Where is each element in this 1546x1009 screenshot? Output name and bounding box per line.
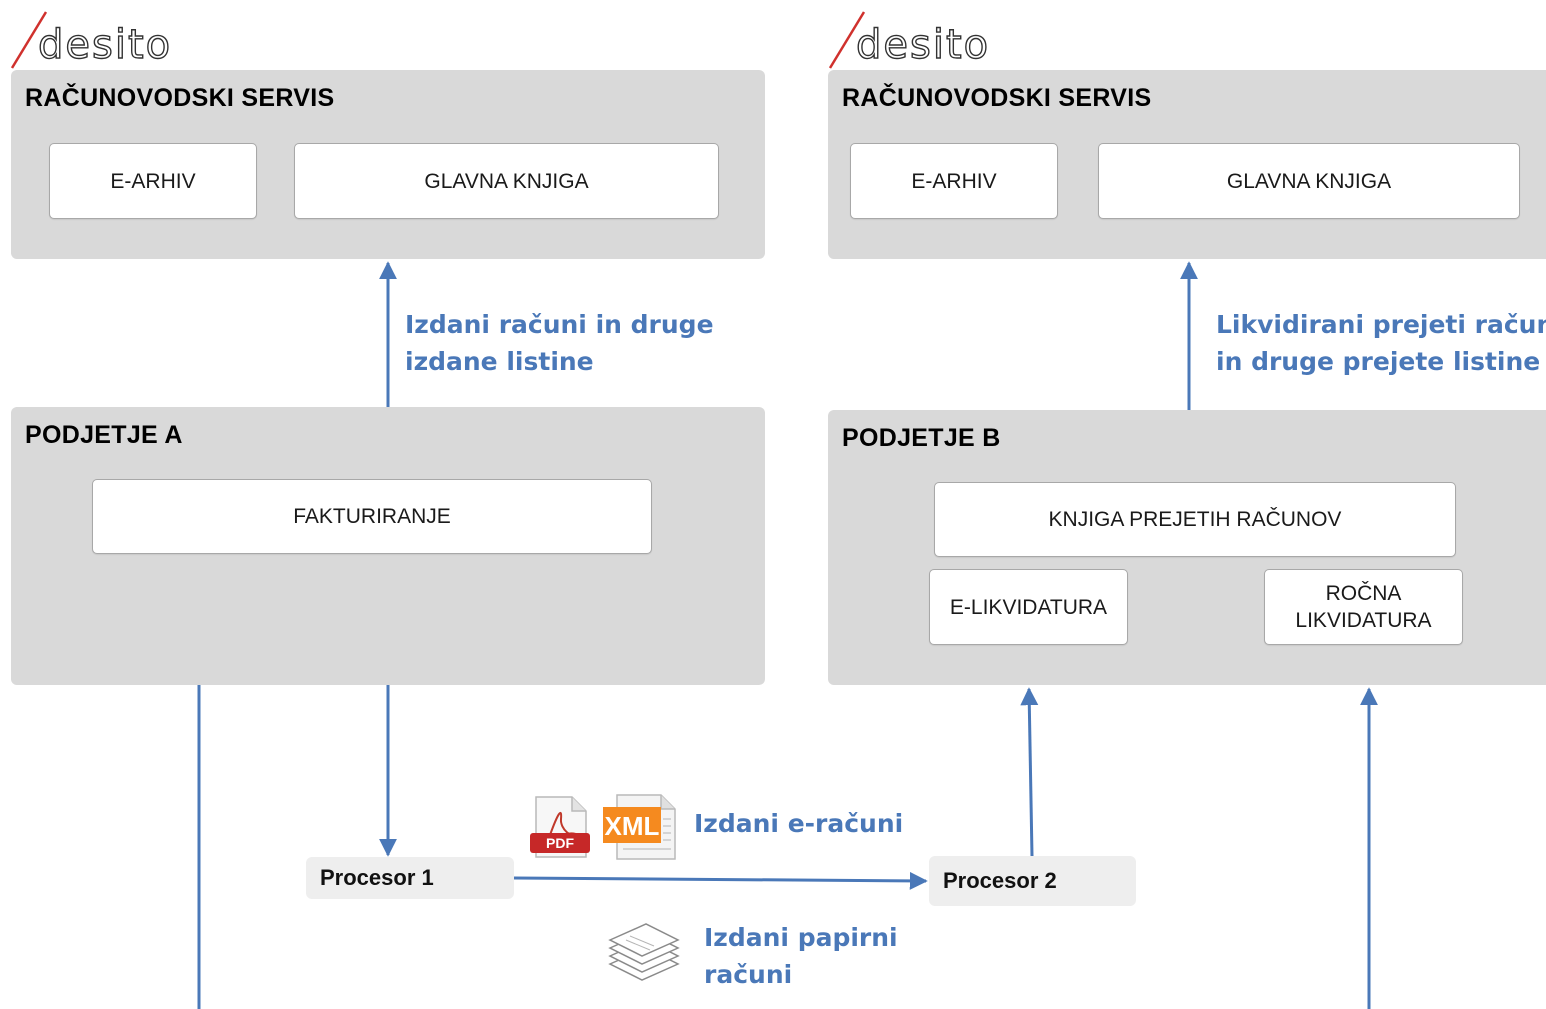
desito-logo-mark: desito	[828, 11, 990, 69]
company-panel-a: PODJETJE A FAKTURIRANJE	[11, 407, 765, 685]
arrow-processor-1-to-processor-2	[513, 871, 928, 890]
arrow-processor-2-to-e-likvidatura	[1020, 687, 1039, 857]
accounting-service-panel-left: RAČUNOVODSKI SERVIS E-ARHIV GLAVNA KNJIG…	[11, 70, 765, 259]
panel-title: RAČUNOVODSKI SERVIS	[25, 84, 335, 112]
svg-text:XML: XML	[605, 811, 660, 841]
flow-label-line: računi	[704, 960, 793, 989]
svg-text:desito: desito	[38, 22, 172, 68]
module-e-likvidatura[interactable]: E-LIKVIDATURA	[929, 569, 1128, 645]
module-fakturiranje[interactable]: FAKTURIRANJE	[92, 479, 652, 554]
panel-title: RAČUNOVODSKI SERVIS	[842, 84, 1152, 112]
paper-stack-icon	[606, 920, 682, 991]
module-rocna-likvidatura[interactable]: ROČNA LIKVIDATURA	[1264, 569, 1463, 645]
flow-label-issued-documents: Izdani računi in druge izdane listine	[405, 306, 714, 380]
flow-label-line: izdane listine	[405, 347, 594, 376]
module-glavna-knjiga[interactable]: GLAVNA KNJIGA	[294, 143, 719, 219]
pdf-file-icon: PDF	[528, 795, 592, 866]
flow-label-line: Izdani računi in druge	[405, 310, 714, 339]
desito-logo-mark: desito	[10, 11, 172, 69]
panel-title: PODJETJE B	[842, 424, 1001, 452]
label-e-invoices: Izdani e-računi	[694, 809, 904, 838]
processor-1[interactable]: Procesor 1	[306, 857, 514, 899]
module-e-arhiv[interactable]: E-ARHIV	[49, 143, 257, 219]
desito-logo-right: desito	[826, 8, 1026, 69]
xml-file-icon: XML	[601, 793, 679, 866]
flow-label-line: Likvidirani prejeti računi	[1216, 310, 1546, 339]
flow-label-line: in druge prejete listine	[1216, 347, 1541, 376]
module-glavna-knjiga[interactable]: GLAVNA KNJIGA	[1098, 143, 1520, 219]
flow-label-received-documents: Likvidirani prejeti računi in druge prej…	[1216, 306, 1546, 380]
flow-label-line: Izdani papirni	[704, 923, 898, 952]
company-panel-b: PODJETJE B KNJIGA PREJETIH RAČUNOV E-LIK…	[828, 410, 1546, 685]
module-knjiga-prejetih-racunov[interactable]: KNJIGA PREJETIH RAČUNOV	[934, 482, 1456, 557]
accounting-service-panel-right: RAČUNOVODSKI SERVIS E-ARHIV GLAVNA KNJIG…	[828, 70, 1546, 259]
svg-text:PDF: PDF	[546, 835, 574, 851]
label-paper-invoices: Izdani papirni računi	[704, 919, 898, 993]
svg-text:desito: desito	[856, 22, 990, 68]
panel-title: PODJETJE A	[25, 421, 183, 449]
module-e-arhiv[interactable]: E-ARHIV	[850, 143, 1058, 219]
desito-logo-left: desito	[8, 8, 208, 69]
processor-2[interactable]: Procesor 2	[929, 856, 1136, 906]
